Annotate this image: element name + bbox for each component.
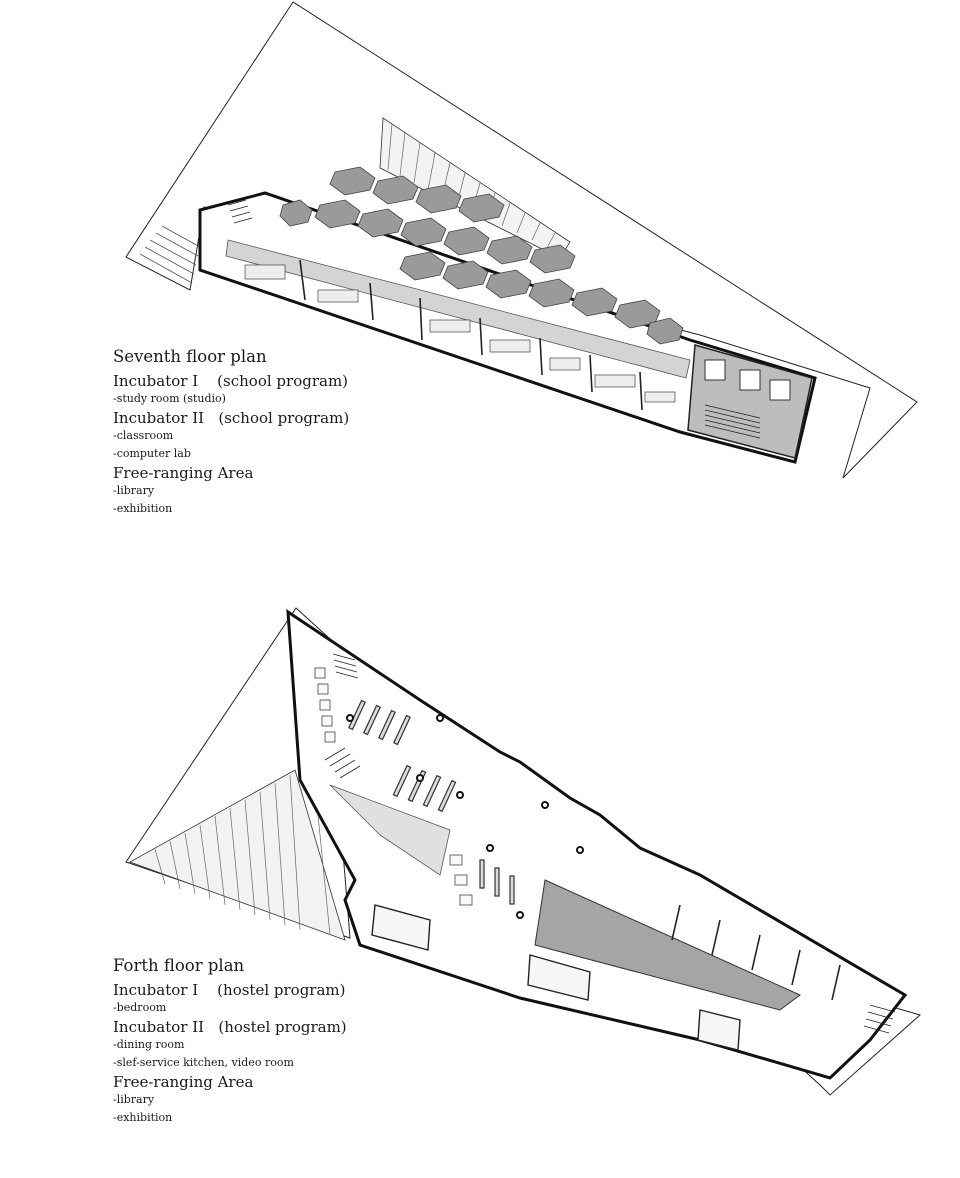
core-room-2 — [739, 369, 761, 391]
core-room-3 — [769, 379, 791, 401]
study-pods — [279, 166, 684, 345]
seventh-incubator-2-item-1: -classroom — [113, 428, 174, 442]
fourth-incubator-2-heading: Incubator II (hostel program) — [113, 1017, 347, 1036]
fourth-floor-drawing — [0, 600, 960, 1100]
seventh-floor-title: Seventh floor plan — [113, 347, 267, 366]
seventh-floor-drawing — [0, 0, 960, 520]
lower-rooms — [371, 904, 741, 1051]
dining-tables — [314, 667, 473, 906]
atrium-void — [534, 879, 801, 1011]
stair-left — [227, 199, 253, 224]
stair-top — [332, 653, 359, 679]
fourth-free-area-heading: Free-ranging Area — [113, 1072, 254, 1091]
seventh-incubator-2-item-2: -computer lab — [113, 446, 191, 460]
classroom-partitions — [299, 259, 643, 411]
core-room-1 — [704, 359, 726, 381]
roof-outline — [125, 1, 918, 479]
seventh-free-area-item-1: -library — [113, 483, 155, 497]
fourth-incubator-1-item: -bedroom — [113, 1000, 167, 1014]
classroom-furniture — [244, 264, 676, 403]
stair-right — [863, 1004, 896, 1034]
stair-mid — [324, 747, 361, 779]
columns — [346, 714, 584, 919]
corridor — [225, 239, 691, 379]
fourth-incubator-2-item-2: -slef-service kitchen, video room — [113, 1055, 294, 1069]
atrium-highlight — [329, 784, 451, 876]
seventh-free-area-heading: Free-ranging Area — [113, 463, 254, 482]
seventh-floor-svg — [125, 1, 918, 479]
seventh-floor-legend: Seventh floor plan Incubator I (school p… — [113, 347, 453, 521]
fourth-floor-svg — [125, 607, 922, 1096]
core-stair — [704, 404, 761, 439]
fourth-incubator-1-heading: Incubator I (hostel program) — [113, 980, 346, 999]
hatched-roof — [129, 769, 346, 941]
seventh-incubator-1-heading: Incubator I (school program) — [113, 371, 349, 390]
seventh-incubator-1-item: -study room (studio) — [113, 391, 226, 405]
fourth-free-area-item-2: -exhibition — [113, 1110, 173, 1124]
seventh-incubator-2-heading: Incubator II (school program) — [113, 408, 350, 427]
fourth-floor-legend: Forth floor plan Incubator I (hostel pro… — [113, 956, 453, 1130]
fourth-incubator-2-item-1: -dining room — [113, 1037, 185, 1051]
fourth-free-area-item-1: -library — [113, 1092, 155, 1106]
seventh-free-area-item-2: -exhibition — [113, 501, 173, 515]
fourth-floor-title: Forth floor plan — [113, 956, 245, 975]
bedroom-partitions — [671, 904, 841, 1001]
bookshelves — [348, 699, 515, 905]
hatch-terrace-left — [139, 225, 201, 284]
